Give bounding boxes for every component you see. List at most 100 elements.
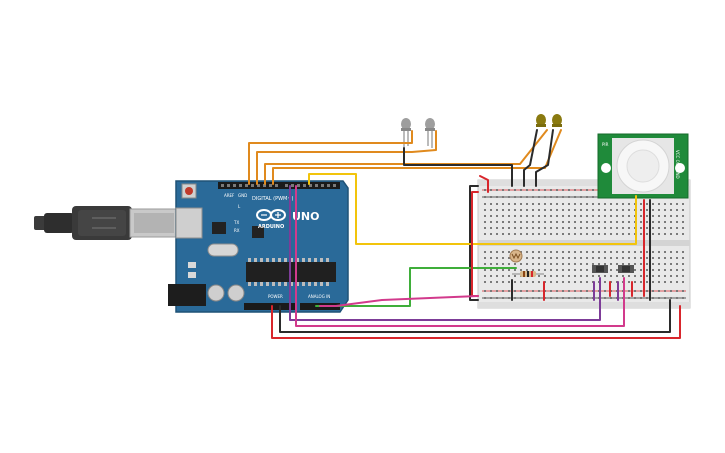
breadboard-hole (604, 257, 606, 259)
breadboard-hole (514, 281, 516, 283)
arduino-logo-icon (256, 209, 286, 221)
breadboard-hole (604, 221, 606, 223)
breadboard-hole (646, 215, 648, 217)
breadboard-hole (550, 257, 552, 259)
wire-orange-2 (256, 130, 437, 185)
breadboard-hole (550, 251, 552, 253)
breadboard-hole (562, 297, 564, 299)
pushbutton-icon[interactable] (592, 265, 608, 273)
breadboard-hole (592, 227, 594, 229)
breadboard-hole (574, 263, 576, 265)
pushbutton-2[interactable] (618, 265, 634, 273)
breadboard-hole (586, 251, 588, 253)
breadboard-hole (664, 263, 666, 265)
breadboard-hole (550, 281, 552, 283)
breadboard-hole (574, 215, 576, 217)
breadboard-hole (496, 251, 498, 253)
chip-pins (248, 258, 329, 286)
breadboard-hole (640, 221, 642, 223)
breadboard-hole (538, 221, 540, 223)
led-3[interactable] (536, 114, 546, 127)
breadboard-hole (502, 203, 504, 205)
breadboard[interactable] (477, 179, 691, 309)
breadboard-hole (508, 196, 510, 198)
breadboard-hole (484, 209, 486, 211)
breadboard-hole (520, 269, 522, 271)
resistor-icon[interactable] (512, 271, 544, 277)
pir-sensor-icon[interactable]: PIR VCC OUT GND (597, 133, 689, 199)
breadboard-hole (574, 269, 576, 271)
breadboard-hole (556, 189, 558, 191)
breadboard-hole (514, 263, 516, 265)
breadboard-hole (562, 215, 564, 217)
breadboard-hole (646, 275, 648, 277)
breadboard-hole (664, 209, 666, 211)
breadboard-hole (490, 233, 492, 235)
breadboard-hole (550, 215, 552, 217)
wire-orange-4 (272, 129, 562, 185)
breadboard-hole (556, 203, 558, 205)
wires (248, 129, 681, 339)
breadboard-hole (670, 209, 672, 211)
breadboard-hole (556, 196, 558, 198)
breadboard-hole (682, 221, 684, 223)
breadboard-hole (538, 189, 540, 191)
breadboard-hole (610, 227, 612, 229)
breadboard-hole (532, 215, 534, 217)
breadboard-hole (508, 227, 510, 229)
breadboard-hole (532, 203, 534, 205)
breadboard-hole (628, 209, 630, 211)
breadboard-hole (562, 251, 564, 253)
breadboard-hole (502, 209, 504, 211)
breadboard-hole (604, 263, 606, 265)
breadboard-hole (568, 189, 570, 191)
photoresistor-icon[interactable] (509, 249, 523, 263)
breadboard-hole (532, 251, 534, 253)
breadboard-hole (562, 275, 564, 277)
breadboard-hole (622, 257, 624, 259)
breadboard-hole (568, 257, 570, 259)
breadboard-hole (538, 196, 540, 198)
breadboard-hole (634, 269, 636, 271)
breadboard-hole (646, 221, 648, 223)
breadboard-hole (496, 257, 498, 259)
breadboard-hole (658, 269, 660, 271)
led-4[interactable] (552, 114, 562, 127)
breadboard-hole (610, 203, 612, 205)
breadboard-hole (664, 227, 666, 229)
breadboard-hole (658, 209, 660, 211)
breadboard-hole (628, 297, 630, 299)
breadboard-hole (538, 290, 540, 292)
breadboard-hole (520, 209, 522, 211)
breadboard-hole (508, 281, 510, 283)
led-1[interactable] (401, 118, 411, 148)
breadboard-hole (502, 269, 504, 271)
breadboard-hole (598, 209, 600, 211)
breadboard-hole (574, 196, 576, 198)
breadboard-hole (592, 196, 594, 198)
breadboard-hole (622, 215, 624, 217)
breadboard-hole (508, 290, 510, 292)
breadboard-hole (490, 275, 492, 277)
breadboard-hole (628, 227, 630, 229)
analog-header-label: ANALOG IN (308, 294, 330, 299)
breadboard-hole (640, 257, 642, 259)
breadboard-hole (544, 227, 546, 229)
breadboard-hole (610, 221, 612, 223)
breadboard-hole (592, 263, 594, 265)
wire-green (315, 267, 517, 307)
breadboard-hole (538, 215, 540, 217)
breadboard-hole (574, 257, 576, 259)
breadboard-hole (508, 263, 510, 265)
breadboard-hole (496, 189, 498, 191)
breadboard-hole (580, 215, 582, 217)
breadboard-hole (580, 233, 582, 235)
breadboard-hole (676, 233, 678, 235)
breadboard-hole (652, 221, 654, 223)
breadboard-hole (622, 209, 624, 211)
breadboard-hole (670, 281, 672, 283)
breadboard-hole (580, 221, 582, 223)
led-2[interactable] (425, 118, 435, 148)
breadboard-hole (628, 215, 630, 217)
arduino-uno-board[interactable]: DIGITAL (PWM~) AREF GND UNO ARDUINO POWE… (168, 180, 349, 313)
